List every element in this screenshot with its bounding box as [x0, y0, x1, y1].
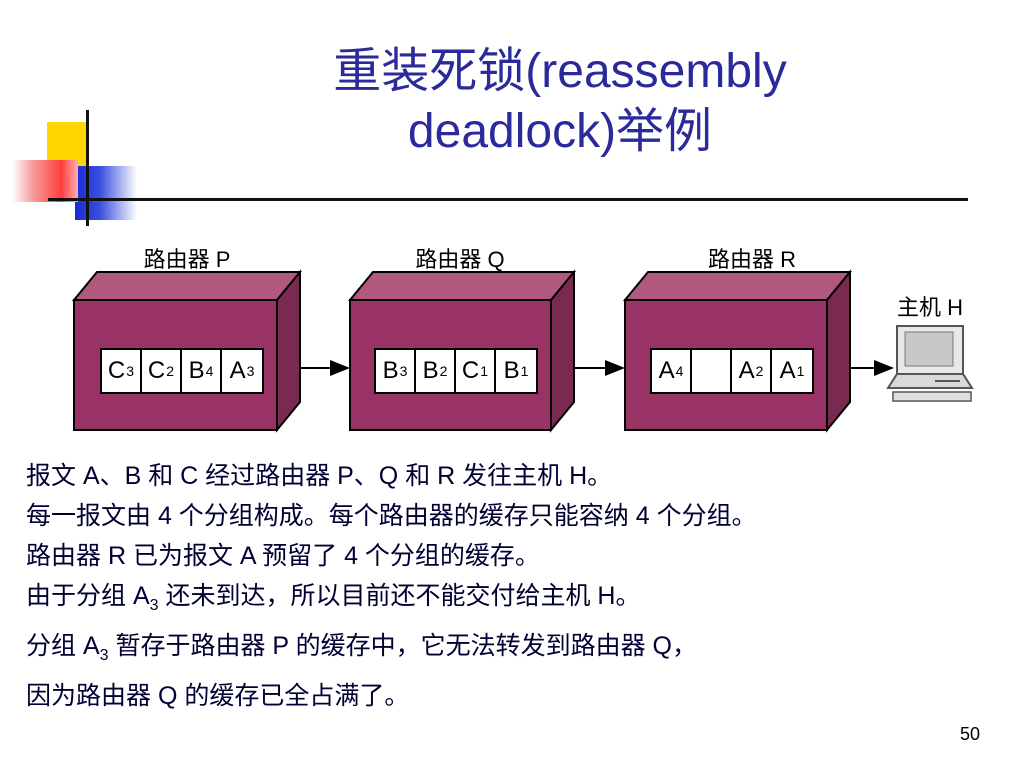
- page-title: 重装死锁(reassembly deadlock)举例: [240, 42, 880, 162]
- logo-vertical-line: [86, 110, 89, 226]
- logo-blue-square: [75, 166, 137, 220]
- buffer-cell-empty: [692, 350, 732, 392]
- router-p-label: 路由器 P: [143, 247, 231, 272]
- title-underline: [48, 198, 968, 201]
- title-line-1: 重装死锁(reassembly: [333, 45, 787, 98]
- computer-icon: [886, 325, 974, 402]
- body-line-1: 报文 A、B 和 C 经过路由器 P、Q 和 R 发往主机 H。: [26, 462, 613, 490]
- page-number: 50: [960, 724, 981, 744]
- title-line-2: deadlock)举例: [407, 105, 713, 158]
- body-line-5: 分组 A3 暂存于路由器 P 的缓存中，它无法转发到路由器 Q，: [26, 632, 697, 664]
- logo-yellow-square: [47, 122, 89, 166]
- router-q-label: 路由器 Q: [415, 247, 505, 272]
- body-line-4: 由于分组 A3 还未到达，所以目前还不能交付给主机 H。: [26, 582, 641, 614]
- host-label: 主机 H: [896, 295, 963, 320]
- router-r-label: 路由器 R: [707, 247, 796, 272]
- explanation-text: 报文 A、B 和 C 经过路由器 P、Q 和 R 发往主机 H。 每一报文由 4…: [26, 456, 1016, 716]
- body-line-6: 因为路由器 Q 的缓存已全占满了。: [26, 682, 410, 710]
- logo-red-square: [12, 160, 78, 202]
- body-line-3: 路由器 R 已为报文 A 预留了 4 个分组的缓存。: [26, 542, 540, 570]
- body-line-2: 每一报文由 4 个分组构成。每个路由器的缓存只能容纳 4 个分组。: [26, 502, 757, 530]
